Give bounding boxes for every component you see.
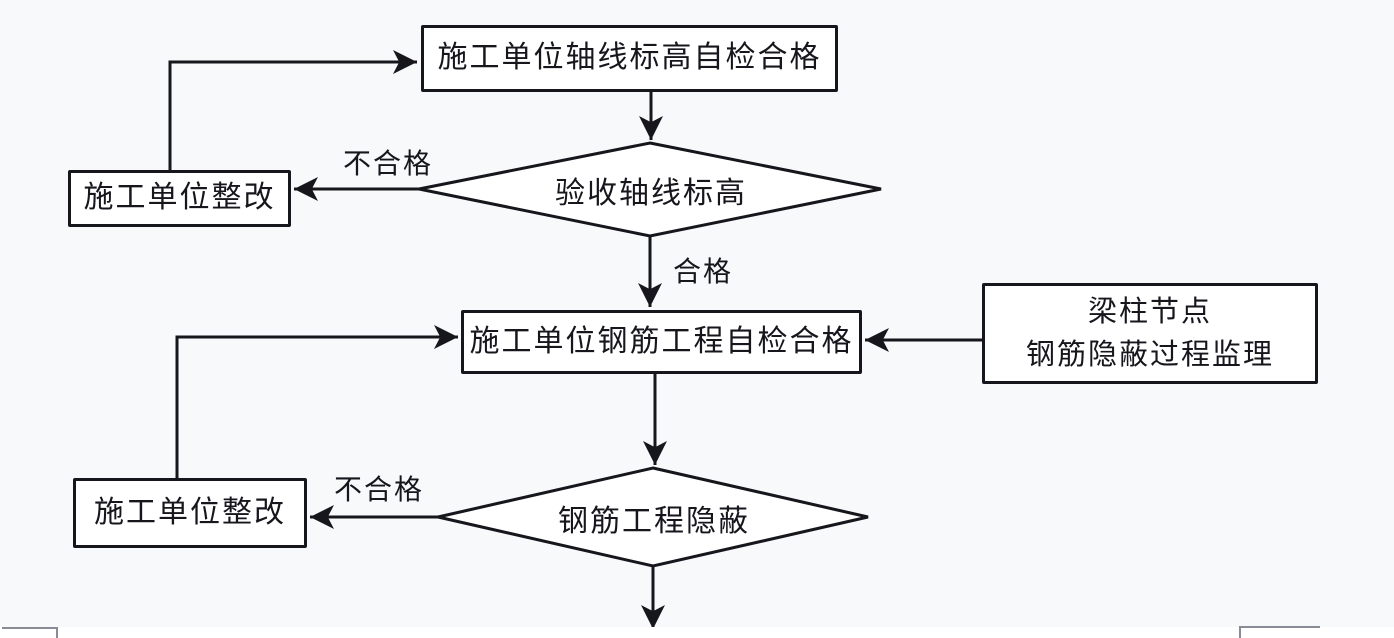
bottom-edge-strip [0, 627, 1394, 638]
decision-axis-label: 验收轴线标高 [555, 177, 747, 210]
edge-label-fail-bottom: 不合格 [334, 474, 425, 505]
process-box-axis-selfcheck-label: 施工单位轴线标高自检合格 [437, 41, 822, 75]
process-box-axis-selfcheck: 施工单位轴线标高自检合格 [421, 25, 838, 92]
process-box-beam-column-supervision: 梁柱节点 钢筋隐蔽过程监理 [982, 283, 1318, 384]
cutoff-box-bottom-right [1239, 626, 1320, 638]
process-box-rebar-selfcheck: 施工单位钢筋工程自检合格 [461, 310, 862, 374]
process-box-rework-bottom: 施工单位整改 [73, 478, 307, 548]
edge-rework-top-to-axis-selfcheck [168, 50, 417, 170]
process-box-rework-top: 施工单位整改 [68, 170, 291, 227]
edge-label-fail-top: 不合格 [343, 148, 434, 179]
process-box-rework-top-label: 施工单位整改 [83, 181, 276, 215]
process-box-rebar-selfcheck-label: 施工单位钢筋工程自检合格 [469, 324, 854, 358]
supervision-label-line1: 梁柱节点 [1087, 296, 1212, 329]
decision-rebar-label: 钢筋工程隐蔽 [558, 505, 750, 538]
process-box-rework-bottom-label: 施工单位整改 [94, 495, 286, 529]
cutoff-box-bottom-left [2, 627, 58, 638]
edge-rework-bottom-to-rebar-selfcheck [175, 325, 458, 478]
supervision-label-line2: 钢筋隐蔽过程监理 [1025, 338, 1274, 371]
edge-label-pass-top: 合格 [673, 256, 734, 287]
